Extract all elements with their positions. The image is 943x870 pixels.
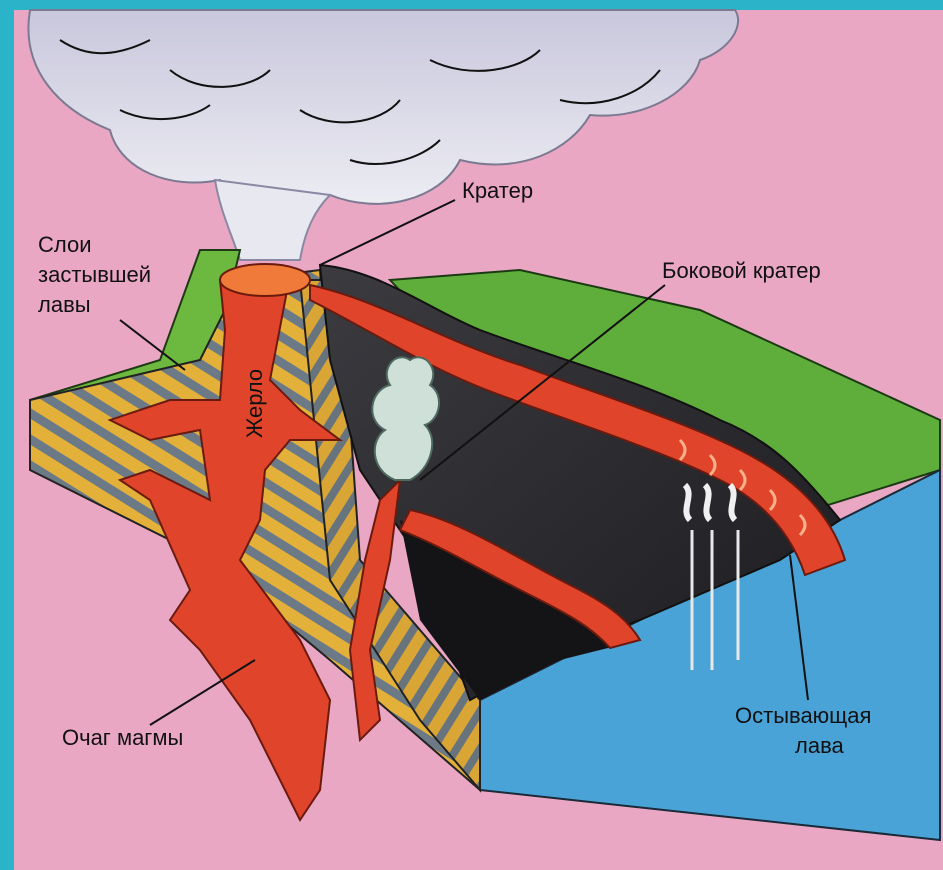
side-crater-label: Боковой кратер [662, 258, 821, 283]
crater-label: Кратер [462, 178, 533, 203]
magma-chamber-label: Очаг магмы [62, 725, 183, 750]
cooling-lava-label-line1: Остывающая [735, 703, 871, 728]
solidified-lava-label-line1: Слои [38, 232, 92, 257]
cooling-lava-label-line2: лава [795, 733, 845, 758]
solidified-lava-label-line3: лавы [38, 292, 91, 317]
solidified-lava-label-line2: застывшей [38, 262, 151, 287]
vent-label: Жерло [242, 369, 267, 438]
